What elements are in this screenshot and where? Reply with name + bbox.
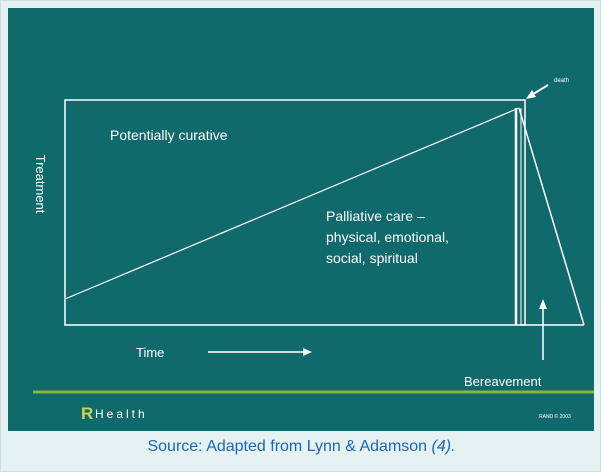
caption-text: Source: Adapted from Lynn & Adamson	[147, 438, 432, 455]
slide-panel: Treatment Potentially curative Palliativ…	[8, 8, 594, 431]
figure-caption: Source: Adapted from Lynn & Adamson (4).	[1, 438, 601, 456]
palliative-label-line-1: Palliative care –	[326, 208, 425, 224]
logo-text: Health	[95, 407, 148, 421]
curative-label: Potentially curative	[110, 127, 228, 143]
footer-small-text: RAND © 2003	[539, 413, 571, 420]
bereavement-triangle-slope	[518, 107, 585, 326]
y-axis-label: Treatment	[33, 155, 48, 214]
bereavement-arrow-head	[539, 299, 547, 309]
palliative-label-line-3: social, spiritual	[326, 250, 418, 266]
death-label: death	[554, 78, 569, 84]
care-trajectory-diagram: Treatment Potentially curative Palliativ…	[33, 78, 594, 423]
logo-r: R	[81, 404, 93, 423]
treatment-box	[64, 99, 526, 326]
caption-reference: (4).	[431, 438, 456, 455]
time-arrow-head	[303, 348, 312, 356]
bereavement-label: Bereavement	[464, 374, 542, 389]
palliative-label-line-2: physical, emotional,	[326, 229, 449, 245]
death-arrow-head	[526, 90, 536, 99]
curative-palliative-divider-line	[64, 107, 520, 300]
time-label: Time	[136, 345, 164, 360]
